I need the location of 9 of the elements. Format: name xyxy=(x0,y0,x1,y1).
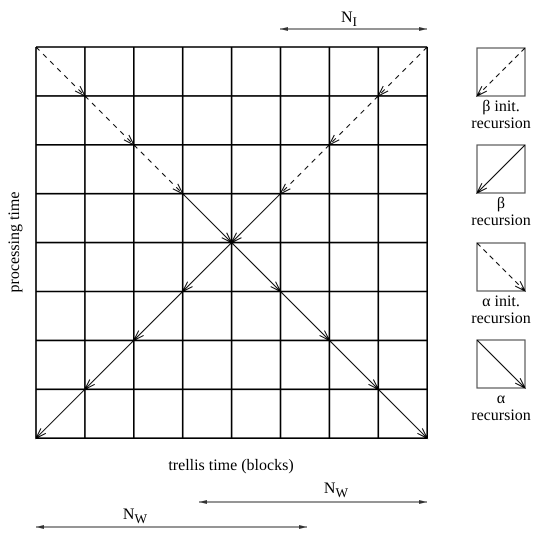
axis-label: processing time xyxy=(6,192,24,292)
legend-text: β init. recursion xyxy=(470,98,532,132)
axis-label: trellis time (blocks) xyxy=(168,457,294,475)
dimension-label: N$_{I}$ xyxy=(341,8,357,32)
dimension-label: N$_{W}$ xyxy=(324,480,348,502)
legend-text: β recursion xyxy=(470,195,532,230)
legend-text: α recursion xyxy=(470,390,532,424)
legend-text: α init. recursion xyxy=(470,292,532,327)
dimension-label: N$_{W}$ xyxy=(122,506,148,528)
